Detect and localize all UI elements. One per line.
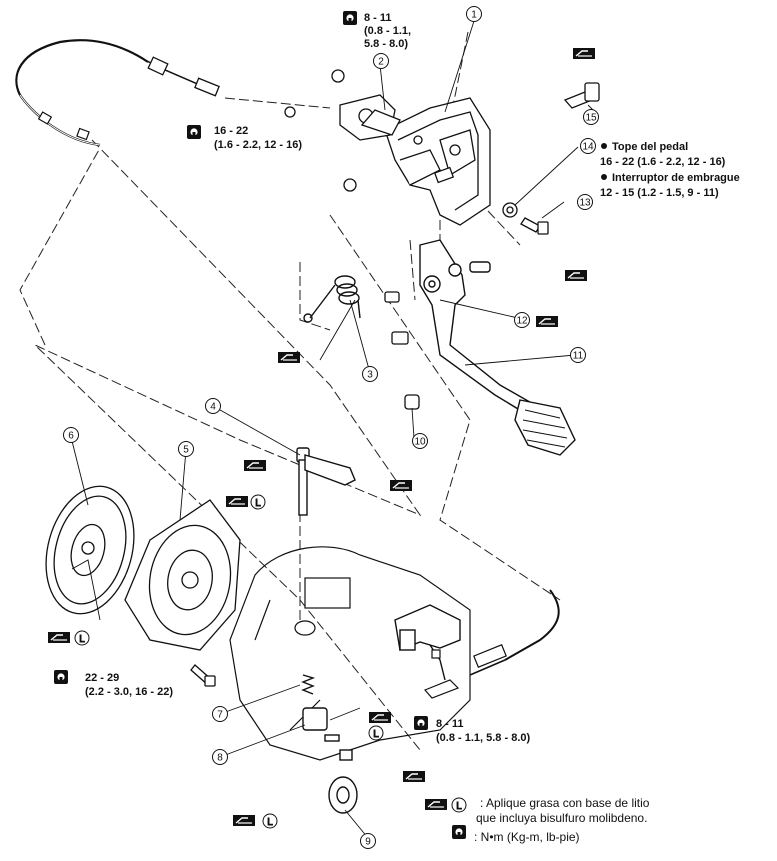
svg-text:12: 12 bbox=[516, 316, 528, 327]
callout-4: 4 bbox=[205, 398, 221, 414]
svg-text:15: 15 bbox=[585, 113, 597, 124]
clutch-cover bbox=[124, 499, 241, 651]
callout-13: 13 bbox=[577, 194, 593, 210]
svg-text:L: L bbox=[373, 729, 379, 740]
callout-6: 6 bbox=[63, 427, 79, 443]
legend: : Aplique grasa con base de litio que in… bbox=[474, 796, 650, 844]
svg-text:que incluya bisulfuro molibden: que incluya bisulfuro molibdeno. bbox=[476, 811, 647, 825]
svg-text:5.8 - 8.0): 5.8 - 8.0) bbox=[364, 38, 408, 50]
svg-text:13: 13 bbox=[579, 198, 591, 209]
svg-text:(1.6 - 2.2, 12 - 16): (1.6 - 2.2, 12 - 16) bbox=[214, 139, 302, 151]
svg-text:8 - 11: 8 - 11 bbox=[364, 12, 392, 24]
svg-text:16 - 22 (1.6 - 2.2, 12 - 16): 16 - 22 (1.6 - 2.2, 12 - 16) bbox=[600, 156, 726, 168]
svg-text:16 - 22: 16 - 22 bbox=[214, 125, 248, 137]
bushing-8 bbox=[302, 707, 353, 761]
clutch-pedal bbox=[419, 239, 576, 456]
svg-text:(0.8 - 1.1, 5.8 - 8.0): (0.8 - 1.1, 5.8 - 8.0) bbox=[436, 732, 530, 744]
leader-lines bbox=[70, 20, 596, 839]
callout-7: 7 bbox=[212, 706, 228, 722]
svg-text:1: 1 bbox=[471, 10, 477, 21]
svg-text:2: 2 bbox=[378, 57, 384, 68]
torque-label-1: 8 - 11 (0.8 - 1.1, 5.8 - 8.0) bbox=[364, 12, 411, 50]
callout-12: 12 bbox=[514, 312, 530, 328]
svg-text:Interruptor de embrague: Interruptor de embrague bbox=[612, 172, 740, 184]
clutch-disc bbox=[45, 485, 135, 615]
callout-9: 9 bbox=[360, 833, 376, 849]
callout-5: 5 bbox=[178, 441, 194, 457]
pedal-bracket bbox=[384, 97, 491, 226]
torque-label-4: 8 - 11 (0.8 - 1.1, 5.8 - 8.0) bbox=[436, 718, 530, 744]
svg-text:22 - 29: 22 - 29 bbox=[85, 672, 119, 684]
callout-15: 15 bbox=[583, 109, 599, 125]
lithium-grease-icon: L L L L L bbox=[74, 494, 467, 829]
clutch-cable-bottom bbox=[423, 589, 560, 699]
return-spring bbox=[303, 275, 361, 323]
callout-11: 11 bbox=[570, 347, 586, 363]
svg-text:(2.2 - 3.0, 16 - 22): (2.2 - 3.0, 16 - 22) bbox=[85, 686, 173, 698]
svg-text:: N•m (Kg-m, lb-pie): : N•m (Kg-m, lb-pie) bbox=[474, 830, 580, 844]
svg-text:Tope del pedal: Tope del pedal bbox=[612, 141, 688, 153]
transmission-housing bbox=[229, 546, 471, 761]
svg-text:L: L bbox=[456, 801, 462, 812]
torque-label-3: 22 - 29 (2.2 - 3.0, 16 - 22) bbox=[85, 672, 173, 698]
callout-10: 10 bbox=[412, 433, 428, 449]
callout-3: 3 bbox=[362, 366, 378, 382]
release-fork bbox=[394, 604, 461, 681]
svg-text:5: 5 bbox=[183, 445, 189, 456]
svg-text:7: 7 bbox=[217, 710, 223, 721]
svg-text:6: 6 bbox=[68, 431, 74, 442]
svg-text:L: L bbox=[79, 634, 85, 645]
svg-text:11: 11 bbox=[573, 351, 584, 362]
callout-14: 14 bbox=[580, 138, 596, 154]
nut-14 bbox=[502, 202, 518, 218]
svg-text:8: 8 bbox=[217, 753, 223, 764]
svg-text:4: 4 bbox=[210, 402, 216, 413]
svg-text:12 - 15 (1.2 - 1.5, 9 - 11): 12 - 15 (1.2 - 1.5, 9 - 11) bbox=[600, 187, 719, 199]
withdrawal-lever bbox=[296, 447, 356, 516]
spec-block: Tope del pedal 16 - 22 (1.6 - 2.2, 12 - … bbox=[600, 141, 740, 199]
bolt-15 bbox=[563, 82, 600, 109]
svg-text:10: 10 bbox=[414, 437, 426, 448]
svg-text:(0.8 - 1.1,: (0.8 - 1.1, bbox=[364, 25, 411, 37]
svg-text:: Aplique grasa con base de li: : Aplique grasa con base de litio bbox=[480, 796, 650, 810]
callout-1: 1 bbox=[466, 6, 482, 22]
callout-2: 2 bbox=[373, 53, 389, 69]
svg-text:8 - 11: 8 - 11 bbox=[436, 718, 464, 730]
pedal-stop-10 bbox=[404, 394, 420, 410]
svg-text:9: 9 bbox=[365, 837, 371, 848]
svg-text:3: 3 bbox=[367, 370, 373, 381]
spring-7 bbox=[301, 674, 316, 695]
pedal-pins bbox=[384, 291, 409, 345]
svg-text:L: L bbox=[255, 498, 261, 509]
release-bearing-9 bbox=[328, 776, 358, 814]
cover-bolt bbox=[190, 664, 216, 687]
clutch-cable-top bbox=[15, 39, 220, 147]
svg-text:L: L bbox=[267, 817, 273, 828]
torque-label-2: 16 - 22 (1.6 - 2.2, 12 - 16) bbox=[214, 125, 302, 151]
svg-text:14: 14 bbox=[582, 142, 594, 153]
bolt-13 bbox=[520, 217, 549, 235]
master-cylinder-plate bbox=[284, 69, 401, 192]
callout-8: 8 bbox=[212, 749, 228, 765]
